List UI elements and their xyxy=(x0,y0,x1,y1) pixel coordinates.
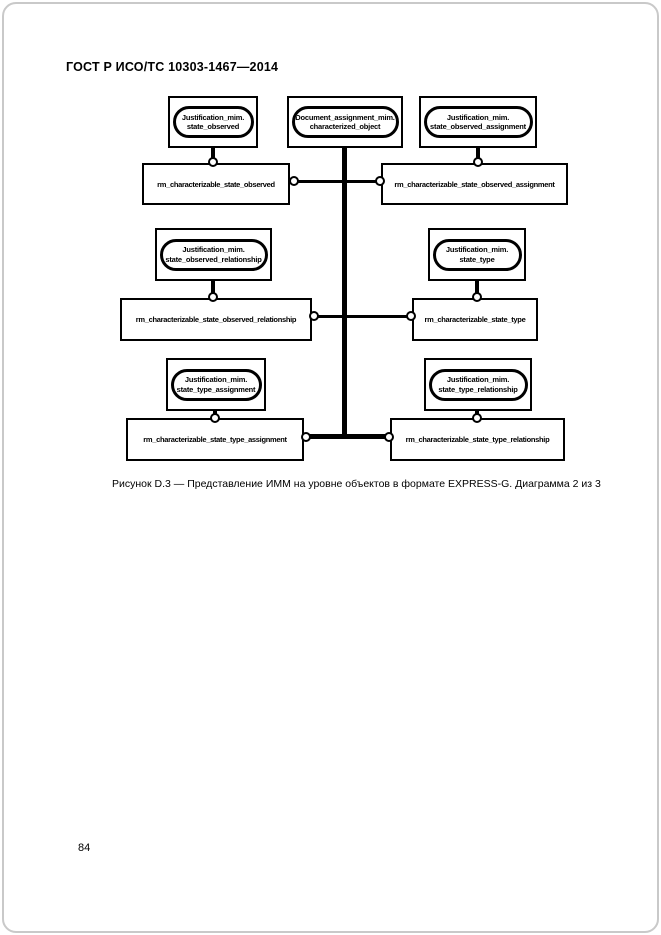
entity-box-characterizable-state-type: rm_characterizable_state_type xyxy=(412,298,538,341)
subtype-circle xyxy=(384,432,394,442)
ref-schema-name: Justification_mim. xyxy=(182,245,245,255)
ref-box-state-type-relationship: Justification_mim. state_type_relationsh… xyxy=(424,358,532,411)
subtype-circle xyxy=(301,432,311,442)
interschema-ref-oval: Justification_mim. state_observed_relati… xyxy=(159,238,268,271)
ref-entity-name: state_observed xyxy=(186,122,240,131)
document-header: ГОСТ Р ИСО/ТС 10303-1467—2014 xyxy=(66,60,279,74)
interschema-ref-oval: Justification_mim. state_type_assignment xyxy=(170,368,262,401)
figure-caption: Рисунок D.3 — Представление ИММ на уровн… xyxy=(112,478,601,490)
ref-schema-name: Justification_mim. xyxy=(446,375,510,385)
interschema-ref-oval: Justification_mim. state_type_relationsh… xyxy=(428,368,528,401)
ref-schema-name: Justification_mim. xyxy=(445,245,509,255)
subtype-circle xyxy=(309,311,319,321)
ref-connector-line-observed-relationship xyxy=(211,281,215,294)
ref-schema-name: Justification_mim. xyxy=(446,112,510,122)
subtype-circle xyxy=(473,157,483,167)
subtype-branch-line-row2 xyxy=(294,180,380,183)
interschema-ref-oval: Justification_mim. state_observed xyxy=(172,106,254,138)
entity-box-characterizable-state-observed: rm_characterizable_state_observed xyxy=(142,163,290,205)
subtype-circle xyxy=(210,413,220,423)
subtype-circle xyxy=(375,176,385,186)
ref-connector-line-observed xyxy=(211,148,215,160)
ref-box-state-observed: Justification_mim. state_observed xyxy=(168,96,258,148)
entity-box-characterizable-state-observed-relationship: rm_characterizable_state_observed_relati… xyxy=(120,298,312,341)
subtype-circle xyxy=(406,311,416,321)
ref-entity-name: state_observed_relationship xyxy=(165,254,262,264)
entity-box-characterizable-state-type-assignment: rm_characterizable_state_type_assignment xyxy=(126,418,304,461)
subtype-circle xyxy=(472,413,482,423)
subtype-circle xyxy=(472,292,482,302)
ref-schema-name: Document_assignment_mim. xyxy=(295,112,395,122)
ref-entity-name: state_type_relationship xyxy=(438,384,518,394)
ref-box-state-type: Justification_mim. state_type xyxy=(428,228,526,281)
entity-box-characterizable-state-observed-assignment: rm_characterizable_state_observed_assign… xyxy=(381,163,568,205)
ref-box-state-type-assignment: Justification_mim. state_type_assignment xyxy=(166,358,266,411)
ref-entity-name: state_type xyxy=(459,254,495,264)
subtype-circle xyxy=(208,157,218,167)
subtype-circle xyxy=(289,176,299,186)
subtype-branch-line-row6 xyxy=(306,434,389,439)
ref-box-state-observed-assignment: Justification_mim. state_observed_assign… xyxy=(419,96,537,148)
ref-entity-name: characterized_object xyxy=(309,122,381,131)
ref-connector-line-state-type xyxy=(475,281,479,294)
ref-box-characterized-object: Document_assignment_mim. characterized_o… xyxy=(287,96,403,148)
subtype-circle xyxy=(208,292,218,302)
entity-box-characterizable-state-type-relationship: rm_characterizable_state_type_relationsh… xyxy=(390,418,565,461)
ref-connector-line-observed-assignment xyxy=(476,148,480,160)
page-number: 84 xyxy=(78,842,91,854)
subtype-branch-line-row4 xyxy=(314,315,411,318)
ref-box-state-observed-relationship: Justification_mim. state_observed_relati… xyxy=(155,228,272,281)
supertype-trunk-line xyxy=(342,147,347,439)
ref-entity-name: state_type_assignment xyxy=(176,384,256,394)
interschema-ref-oval: Justification_mim. state_observed_assign… xyxy=(423,106,533,138)
ref-schema-name: Justification_mim. xyxy=(181,112,245,122)
interschema-ref-oval: Document_assignment_mim. characterized_o… xyxy=(291,106,399,138)
ref-schema-name: Justification_mim. xyxy=(184,375,248,385)
interschema-ref-oval: Justification_mim. state_type xyxy=(432,238,522,271)
ref-entity-name: state_observed_assignment xyxy=(430,122,526,131)
